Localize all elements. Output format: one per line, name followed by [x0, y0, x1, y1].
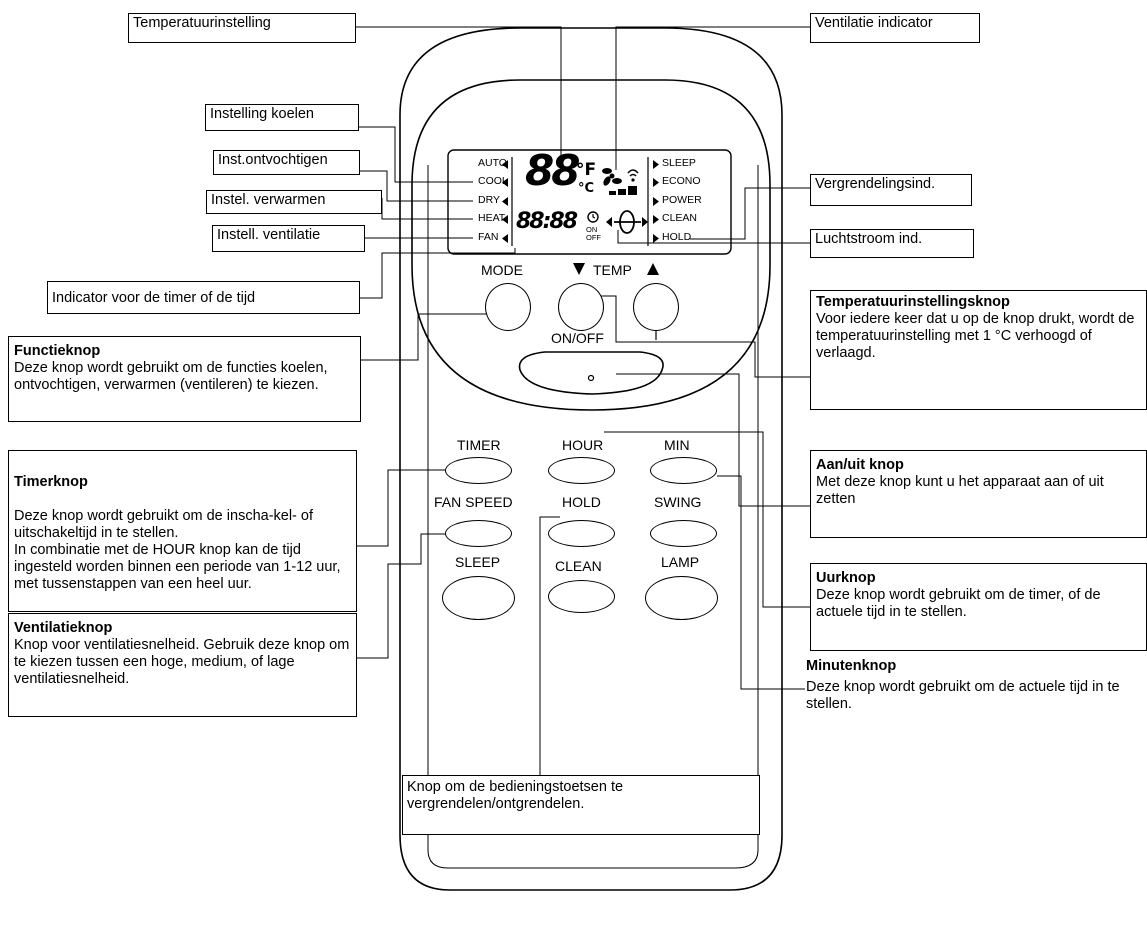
callout-airflow-indicator: Luchtstroom ind.: [810, 229, 974, 258]
temp-up-arrow: [647, 263, 659, 275]
lamp-button-label: LAMP: [661, 554, 700, 570]
desc-minute-button-body: Deze knop wordt gebruikt om de actuele t…: [806, 679, 1120, 712]
lcd-mode-hold: HOLD: [662, 231, 692, 243]
callout-vent-indicator: Ventilatie indicator: [810, 13, 980, 43]
lamp-button[interactable]: [645, 576, 718, 620]
hold-button[interactable]: [548, 520, 615, 547]
swing-button[interactable]: [650, 520, 717, 547]
desc-power-button-body: Met deze knop kunt u het apparaat aan of…: [816, 474, 1104, 507]
desc-temp-button-title: Temperatuurinstellingsknop: [816, 294, 1010, 310]
callout-fan-setting: Instell. ventilatie: [212, 225, 365, 252]
onoff-button-label: ON/OFF: [551, 330, 604, 346]
fan-speed-button[interactable]: [445, 520, 512, 547]
desc-minute-button-title: Minutenknop: [806, 658, 897, 674]
desc-fan-button-body: Knop voor ventilatiesnelheid. Gebruik de…: [14, 637, 350, 687]
remote-outer-shell: [399, 27, 783, 891]
desc-power-button-title: Aan/uit knop: [816, 457, 904, 473]
lcd-mode-cool: COOL: [478, 175, 508, 187]
callout-temp-setting-label: Temperatuurinstelling: [133, 15, 271, 31]
temp-down-arrow: [573, 263, 585, 275]
desc-timer-button-body: Deze knop wordt gebruikt om de inscha-ke…: [14, 508, 341, 592]
lcd-mode-sleep: SLEEP: [662, 157, 696, 169]
sleep-button[interactable]: [442, 576, 515, 620]
lcd-left-arrows: [502, 160, 508, 243]
fan-speed-button-label: FAN SPEED: [434, 494, 513, 510]
lcd-mode-heat: HEAT: [478, 212, 506, 224]
temp-up-button[interactable]: [633, 283, 679, 331]
callout-heat-setting: Instel. verwarmen: [206, 190, 382, 214]
lcd-timer-off: OFF: [586, 233, 601, 242]
callout-lock-indicator-label: Vergrendelingsind.: [815, 176, 936, 192]
desc-hour-button-title: Uurknop: [816, 570, 876, 586]
lcd-unit-f: °F: [576, 160, 597, 180]
desc-minute-button: Minutenknop Deze knop wordt gebruikt om …: [806, 658, 1146, 713]
timer-button-label: TIMER: [457, 437, 501, 453]
desc-power-button: Aan/uit knop Met deze knop kunt u het ap…: [810, 450, 1147, 538]
fan-speed-bars: [609, 186, 637, 195]
callout-timer-indicator-label: Indicator voor de timer of de tijd: [52, 290, 256, 306]
hour-button-label: HOUR: [562, 437, 604, 453]
lcd-window: [447, 149, 732, 255]
hold-button-label: HOLD: [562, 494, 601, 510]
hour-button[interactable]: [548, 457, 615, 484]
desc-fan-button-title: Ventilatieknop: [14, 620, 113, 636]
lcd-mode-fan: FAN: [478, 231, 499, 243]
callout-temp-setting: Temperatuurinstelling: [128, 13, 356, 43]
signal-icon: [627, 169, 639, 177]
callout-cool-setting: Instelling koelen: [205, 104, 359, 131]
callout-vent-indicator-label: Ventilatie indicator: [815, 15, 933, 31]
lcd-unit-c: °C: [578, 181, 595, 196]
temp-button-label: TEMP: [593, 262, 632, 278]
onoff-button[interactable]: [584, 368, 600, 384]
clean-button[interactable]: [548, 580, 615, 613]
callout-timer-indicator: Indicator voor de timer of de tijd: [47, 281, 360, 314]
lcd-mode-clean: CLEAN: [662, 212, 698, 224]
leader-lines: [356, 26, 810, 775]
mode-button-label: MODE: [481, 262, 523, 278]
min-button[interactable]: [650, 457, 717, 484]
remote-inner-edge: [427, 165, 759, 869]
callout-fan-setting-label: Instell. ventilatie: [217, 227, 321, 243]
lcd-timer-on: ON: [586, 225, 598, 234]
desc-function-button: Functieknop Deze knop wordt gebruikt om …: [8, 336, 361, 422]
clock-icon: [587, 211, 599, 223]
lcd-mode-power: POWER: [662, 194, 702, 206]
lcd-mode-econo: ECONO: [662, 175, 701, 187]
lcd-time-digits: 88:88: [516, 209, 578, 234]
callout-dehumid-setting: Inst.ontvochtigen: [213, 150, 360, 175]
swing-button-label: SWING: [654, 494, 702, 510]
callout-dehumid-setting-label: Inst.ontvochtigen: [218, 152, 328, 168]
desc-temp-button-body: Voor iedere keer dat u op de knop drukt,…: [816, 311, 1135, 361]
desc-lock-button: Knop om de bedieningstoetsen te vergrend…: [402, 775, 760, 835]
min-button-label: MIN: [664, 437, 690, 453]
desc-function-button-body: Deze knop wordt gebruikt om de functies …: [14, 360, 328, 393]
temp-down-button[interactable]: [558, 283, 604, 331]
desc-hour-button: Uurknop Deze knop wordt gebruikt om de t…: [810, 563, 1147, 651]
desc-lock-button-body: Knop om de bedieningstoetsen te vergrend…: [407, 779, 624, 812]
lcd-temp-digits: 88: [525, 146, 580, 195]
timer-button[interactable]: [445, 457, 512, 484]
callout-heat-setting-label: Instel. verwarmen: [211, 192, 326, 208]
desc-temp-button: Temperatuurinstellingsknop Voor iedere k…: [810, 290, 1147, 410]
desc-timer-button-title: Timerknop: [14, 474, 88, 490]
desc-function-button-title: Functieknop: [14, 343, 101, 359]
remote-faceplate: [411, 79, 771, 411]
callout-cool-setting-label: Instelling koelen: [210, 106, 314, 122]
desc-hour-button-body: Deze knop wordt gebruikt om de timer, of…: [816, 587, 1101, 620]
lcd-mode-auto: AUTO: [478, 157, 507, 169]
onoff-button-shape: [518, 351, 664, 395]
lcd-mode-dry: DRY: [478, 194, 500, 206]
callout-airflow-indicator-label: Luchtstroom ind.: [815, 231, 923, 247]
clean-button-label: CLEAN: [555, 558, 602, 574]
lcd-right-arrows: [653, 160, 659, 243]
mode-button[interactable]: [485, 283, 531, 331]
sleep-button-label: SLEEP: [455, 554, 501, 570]
desc-timer-button: Timerknop Deze knop wordt gebruikt om de…: [8, 450, 357, 612]
callout-lock-indicator: Vergrendelingsind.: [810, 174, 972, 206]
desc-fan-button: Ventilatieknop Knop voor ventilatiesnelh…: [8, 613, 357, 717]
fan-symbol: [602, 168, 622, 186]
swing-symbol: [614, 210, 641, 234]
